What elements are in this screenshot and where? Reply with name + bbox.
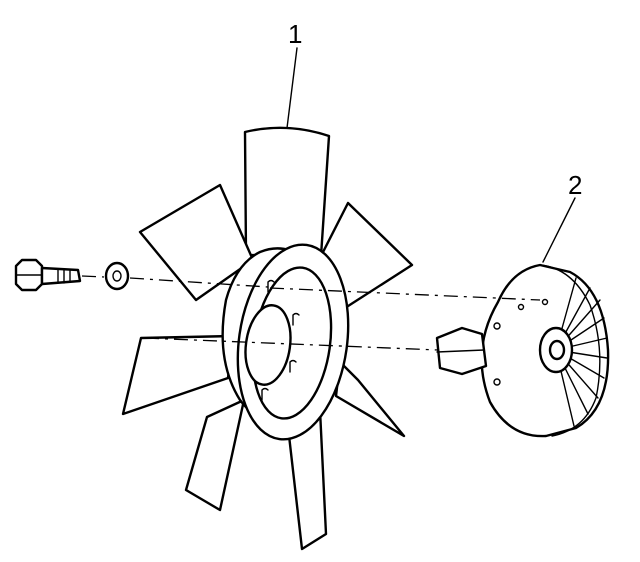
fan-blade-lower-left [184, 398, 246, 512]
alignment-lines [81, 275, 541, 351]
fan-hub-flange [236, 243, 350, 441]
mounting-hole [261, 387, 269, 401]
mounting-hole [289, 359, 297, 373]
washer-inner [112, 270, 122, 282]
mounting-holes [261, 279, 300, 401]
fan-clutch [435, 263, 610, 438]
fan-hub [221, 243, 350, 441]
alignment-line-washer [129, 277, 269, 288]
fan-clutch-rim [539, 264, 601, 437]
fan-hub-bore [244, 304, 292, 386]
mounting-hole [267, 279, 275, 293]
leader-line-2 [542, 197, 576, 263]
washer-outer [104, 261, 130, 291]
alignment-line-center [144, 337, 439, 351]
leader-line-1 [286, 47, 298, 129]
fan-blades [121, 126, 414, 551]
callout-label-2: 2 [568, 170, 582, 200]
clutch-bolt-hole [493, 322, 501, 330]
bolt-shank [40, 266, 82, 286]
alignment-line-upper [269, 287, 541, 301]
clutch-bolt-hole [541, 298, 549, 306]
fan-blade-top [243, 126, 331, 258]
clutch-bolt-hole [493, 378, 501, 386]
clutch-bolt-hole [517, 303, 525, 311]
hub-nut-edge [436, 349, 485, 353]
mounting-hole [292, 312, 300, 326]
washer [104, 261, 130, 291]
alignment-line-bolt [81, 275, 105, 278]
fan-clutch-center-bolt [548, 339, 566, 361]
fan-blade-upper-left [138, 183, 255, 302]
bolt [14, 258, 82, 292]
fan-blade-left [121, 334, 235, 416]
fan-blade-right [334, 360, 406, 438]
callout-label-1: 1 [288, 19, 302, 49]
